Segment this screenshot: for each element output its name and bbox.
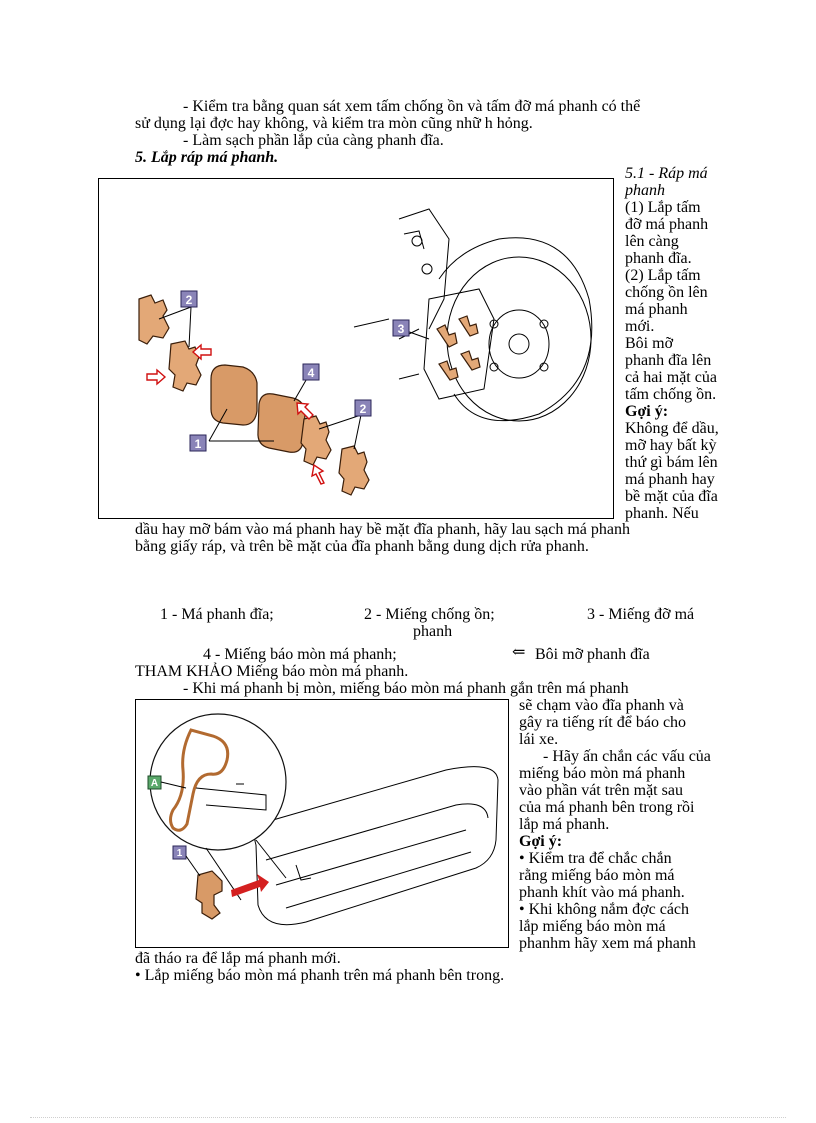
- side-line: Không để dầu,: [625, 420, 719, 437]
- svg-text:A: A: [151, 778, 158, 789]
- side-line: mới.: [625, 318, 655, 335]
- anti-squeal-shim-left-1: [138, 294, 170, 345]
- side-line: • Khi không nắm đợc cách: [519, 901, 690, 918]
- svg-text:1: 1: [177, 848, 183, 859]
- svg-text:1: 1: [195, 437, 202, 451]
- side-line: 5.1 - Ráp má: [625, 165, 708, 182]
- legend-item-2: 2 - Miếng chống ồn;: [364, 606, 495, 623]
- intro-line-3: - Làm sạch phần lắp của càng phanh đĩa.: [183, 132, 444, 149]
- zoom-bubble: [149, 713, 287, 851]
- side-line: phanh: [625, 182, 665, 199]
- side-hint-heading: Gợi ý:: [625, 403, 669, 420]
- side-line: phanh. Nếu: [625, 505, 699, 522]
- side-line: thứ gì bám lên: [625, 454, 718, 471]
- side-line: (2) Lắp tấm: [625, 267, 701, 284]
- closing-line-2: • Lắp miếng báo mòn má phanh trên má pha…: [135, 967, 505, 984]
- side-line: lắp má phanh.: [519, 816, 610, 833]
- section-heading: 5. Lắp ráp má phanh.: [135, 149, 279, 166]
- side-line: bề mặt của đĩa: [625, 488, 718, 505]
- wear-indicator-figure: A 1: [135, 699, 509, 948]
- side-line: mỡ hay bất kỳ: [625, 437, 717, 454]
- svg-text:3: 3: [398, 322, 405, 336]
- side-line: cả hai mặt của: [625, 369, 717, 386]
- side-line: phanh đĩa lên: [625, 352, 712, 369]
- side-text-wear-indicator: sẽ chạm vào đĩa phanh và gây ra tiếng rí…: [519, 697, 711, 952]
- side-line: gây ra tiếng rít để báo cho: [519, 714, 687, 731]
- side-line: má phanh hay: [625, 471, 715, 488]
- continuation-line-2: bằng giấy ráp, và trên bề mặt của đĩa ph…: [135, 538, 589, 555]
- anti-squeal-shim-right-1: [300, 415, 332, 466]
- side-line: phanh đĩa.: [625, 250, 692, 267]
- callout-a: A: [147, 775, 187, 790]
- svg-text:2: 2: [186, 293, 193, 307]
- wear-indicator-clip: [195, 870, 223, 920]
- side-line: Bôi mỡ: [625, 335, 674, 352]
- side-line: đỡ má phanh: [625, 216, 709, 233]
- grease-arrow-icon: [296, 402, 314, 420]
- side-line: - Hãy ấn chắn các vấu của: [519, 748, 711, 765]
- intro-line-2: sử dụng lại đợc hay không, và kiểm tra m…: [135, 115, 533, 132]
- side-text-assembly: 5.1 - Ráp má phanh (1) Lắp tấm đỡ má pha…: [625, 165, 719, 522]
- svg-text:4: 4: [308, 366, 315, 380]
- callout-3: 3: [392, 319, 410, 337]
- side-line: của má phanh bên trong rồi: [519, 799, 695, 816]
- side-line: má phanh: [625, 301, 688, 318]
- side-line: lái xe.: [519, 731, 559, 748]
- side-line: • Kiểm tra để chắc chắn: [519, 850, 672, 867]
- brake-pad-assembly-illustration: 2 1 4 2 3: [138, 208, 593, 496]
- callout-2-right: 2: [354, 399, 372, 417]
- side-line: chống ồn lên: [625, 284, 708, 301]
- svg-text:2: 2: [360, 402, 367, 416]
- side-line: miếng báo mòn má phanh: [519, 765, 686, 782]
- side-line: phanh khít vào má phanh.: [519, 884, 685, 901]
- callout-1-clip: 1: [172, 845, 201, 877]
- anti-squeal-shim-left-2: [168, 340, 202, 392]
- side-hint-heading: Gợi ý:: [519, 833, 563, 850]
- side-line: lắp miếng báo mòn má: [519, 918, 666, 935]
- legend-item-3: 3 - Miếng đỡ má: [587, 606, 695, 623]
- intro-line-1: - Kiểm tra bằng quan sát xem tấm chống ồ…: [183, 98, 641, 115]
- side-line: tấm chống ồn.: [625, 386, 717, 403]
- side-line: phanhm hãy xem má phanh: [519, 935, 696, 952]
- pad-support-plate-drawing: [398, 288, 495, 400]
- callout-2-top: 2: [180, 290, 198, 308]
- closing-line-1: đã tháo ra để lắp má phanh mới.: [135, 950, 341, 967]
- reference-title: THAM KHẢO Miếng báo mòn má phanh.: [135, 663, 409, 680]
- reference-line-1: - Khi má phanh bị mòn, miếng báo mòn má …: [183, 680, 629, 697]
- side-line: sẽ chạm vào đĩa phanh và: [519, 697, 684, 714]
- callout-4: 4: [302, 363, 320, 381]
- side-line: vào phần vát trên mặt sau: [519, 782, 683, 799]
- page-bottom-rule: [30, 1117, 786, 1118]
- side-line: (1) Lắp tấm: [625, 199, 701, 216]
- legend-item-1: 1 - Má phanh đĩa;: [160, 606, 274, 623]
- grease-arrow-icon: [191, 343, 212, 361]
- brake-disc-drawing: [353, 208, 593, 422]
- brake-pad-assembly-figure: 2 1 4 2 3: [98, 178, 614, 519]
- side-line: lên càng: [625, 233, 679, 250]
- grease-arrow-icon: [146, 368, 167, 386]
- legend-grease: Bôi mỡ phanh đĩa: [535, 646, 650, 663]
- legend-item-3-cont: phanh: [413, 623, 453, 640]
- callout-1: 1: [189, 434, 207, 452]
- disc-pad-1: [210, 364, 258, 426]
- wear-indicator-clip-zoom: [169, 728, 230, 832]
- insert-arrow-icon: [231, 874, 269, 897]
- inner-pad-drawing: [254, 766, 499, 926]
- continuation-line-1: dầu hay mỡ bám vào má phanh hay bề mặt đ…: [135, 521, 630, 538]
- anti-squeal-shim-right-2: [338, 445, 370, 496]
- side-line: rằng miếng báo mòn má: [519, 867, 675, 884]
- grease-legend-arrow-icon: ⇐: [512, 644, 526, 661]
- legend-item-4: 4 - Miếng báo mòn má phanh;: [203, 646, 397, 663]
- grease-arrow-icon: [311, 463, 325, 485]
- wear-indicator-illustration: A 1: [147, 713, 499, 926]
